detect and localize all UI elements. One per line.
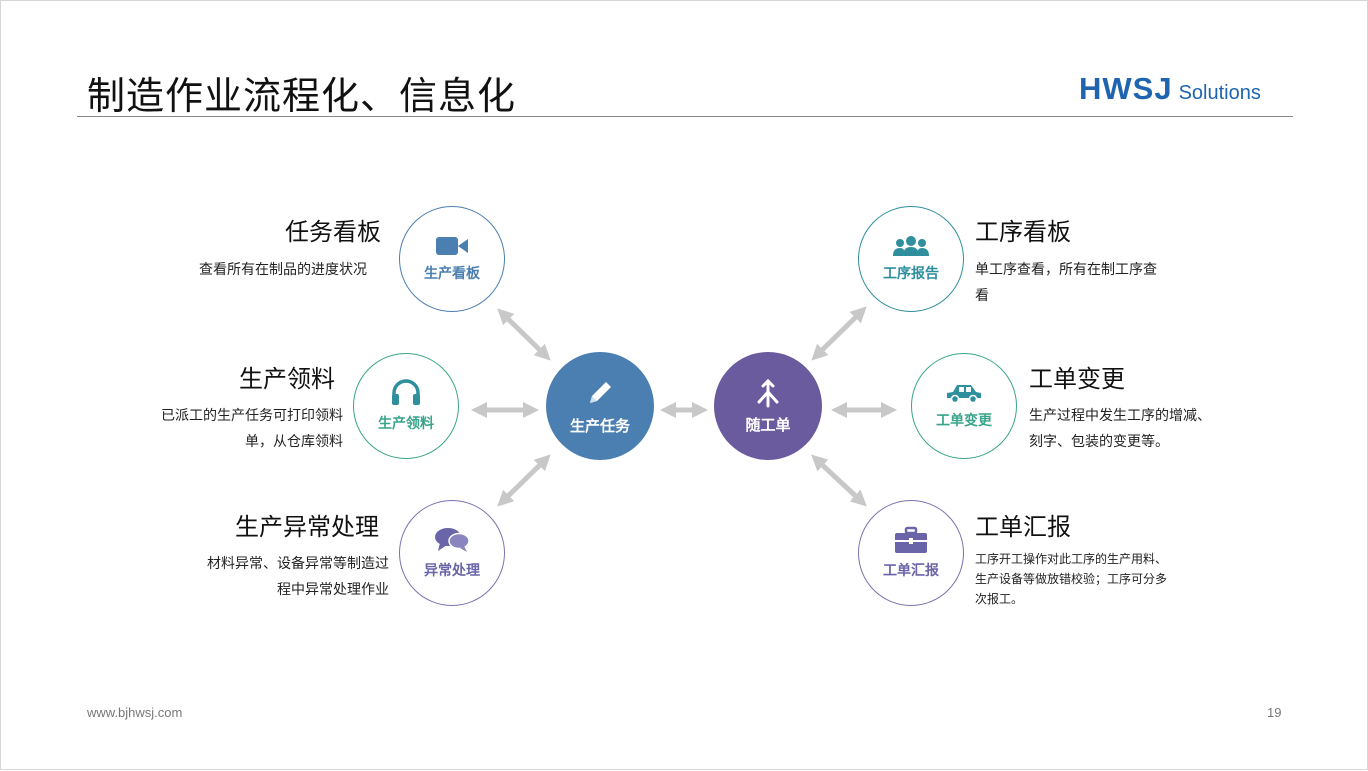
car-icon (947, 385, 981, 404)
arrow-left-top (497, 308, 551, 361)
node-order-report: 工单汇报 (858, 500, 964, 606)
desc-line: 工序开工操作对此工序的生产用料、 (975, 552, 1168, 566)
briefcase-icon (895, 526, 927, 553)
desc-order-report: 工序开工操作对此工序的生产用料、 生产设备等做放错校验；工序可分多 次报工。 (975, 549, 1195, 609)
desc-process-board: 单工序查看，所有在制工序查 看 (975, 257, 1189, 309)
node-material-pick: 生产领料 (353, 353, 459, 459)
node-production-board: 生产看板 (399, 206, 505, 312)
heading-exception: 生产异常处理 (235, 513, 379, 541)
node-label: 工单汇报 (883, 563, 939, 579)
desc-line: 生产设备等做放错校验；工序可分多 (975, 572, 1168, 586)
heading-task-board: 任务看板 (285, 218, 381, 246)
hub-label: 生产任务 (569, 416, 630, 435)
node-process-report: 工序报告 (858, 206, 964, 312)
node-label: 生产领料 (378, 416, 434, 432)
footer-url: www.bjhwsj.com (87, 705, 183, 720)
desc-exception: 材料异常、设备异常等制造过 程中异常处理作业 (173, 551, 389, 603)
node-order-change: 工单变更 (911, 353, 1017, 459)
logo-brand: HWSJ (1079, 71, 1173, 106)
desc-line: 看 (975, 288, 989, 304)
page-title: 制造作业流程化、信息化 (87, 74, 517, 118)
page-number: 19 (1267, 705, 1282, 720)
heading-order-report: 工单汇报 (975, 513, 1071, 541)
desc-line: 单，从仓库领料 (245, 434, 343, 450)
node-exception-handling: 异常处理 (399, 500, 505, 606)
node-label: 生产看板 (424, 266, 480, 282)
desc-line: 刻字、包装的变更等。 (1029, 434, 1169, 450)
desc-line: 材料异常、设备异常等制造过 (207, 556, 389, 572)
heading-material-pick: 生产领料 (239, 365, 335, 393)
pencil-icon (590, 381, 611, 403)
headset-icon (392, 379, 420, 405)
arrow-right-bottom (811, 454, 867, 507)
desc-line: 次报工。 (975, 592, 1024, 606)
arrow-left-bottom (497, 454, 551, 507)
title-divider (77, 116, 1293, 117)
hub-production-task: 生产任务 (546, 352, 654, 460)
heading-order-change: 工单变更 (1029, 365, 1125, 393)
desc-line: 已派工的生产任务可打印领料 (161, 408, 343, 424)
logo-suffix: Solutions (1178, 82, 1261, 104)
hub-job-ticket: 随工单 (714, 352, 822, 460)
split-arrows-icon (757, 378, 779, 407)
desc-line: 生产过程中发生工序的增减、 (1029, 408, 1211, 424)
desc-line: 单工序查看，所有在制工序查 (975, 262, 1157, 278)
heading-process-board: 工序看板 (975, 218, 1071, 246)
hub-label: 随工单 (745, 415, 791, 434)
chat-bubbles-icon (435, 528, 470, 552)
desc-task-board: 查看所有在制品的进度状况 (199, 262, 367, 278)
desc-material-pick: 已派工的生产任务可打印领料 单，从仓库领料 (131, 403, 343, 455)
node-label: 工单变更 (936, 413, 992, 429)
arrow-right-top (811, 306, 867, 361)
node-label: 工序报告 (883, 266, 939, 282)
desc-line: 程中异常处理作业 (277, 582, 389, 598)
video-camera-icon (436, 237, 468, 255)
team-icon (893, 236, 929, 256)
node-label: 异常处理 (424, 563, 480, 579)
desc-order-change: 生产过程中发生工序的增减、 刻字、包装的变更等。 (1029, 403, 1249, 455)
